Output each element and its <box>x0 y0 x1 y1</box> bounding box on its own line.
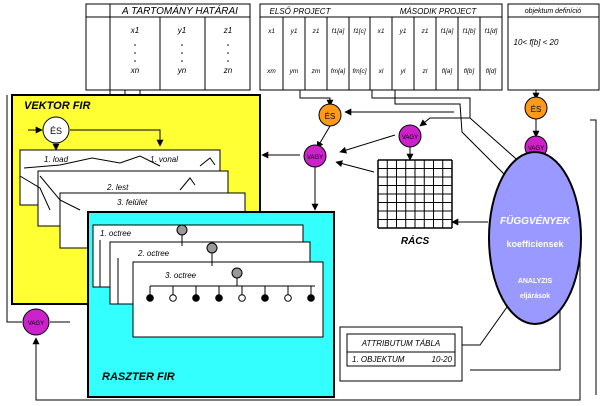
project2-cell: xl <box>378 68 384 75</box>
vektor-title: VEKTOR FIR <box>24 100 90 112</box>
fuggvenyek-ellipse: FÜGGVÉNYEK koefficiensek ANALYZIS eljárá… <box>488 151 582 325</box>
second-project-title: MÁSODIK PROJECT <box>400 7 478 16</box>
ellipsis-dot <box>134 52 136 54</box>
attributum-row-value: 10-20 <box>432 355 453 364</box>
raszter-title: RASZTER FIR <box>102 371 175 383</box>
octree-3-root <box>231 267 243 279</box>
ellipsis-dot <box>134 60 136 62</box>
octree-leaf <box>169 294 177 302</box>
attributum-table: ATTRIBUTUM TÁBLA 1. OBJEKTUM 10-20 <box>339 326 463 382</box>
project-grid: x1 y1 z1 f1[a] f1[c] xm ym zm fm[a] fm[c] x1 y1 z1 f1… <box>266 17 498 90</box>
fuggvenyek-line2: koefficiensek <box>506 239 564 249</box>
octree-leaf <box>238 294 246 302</box>
tartomany-title: A TARTOMÁNY HATÁRAI <box>121 4 238 17</box>
ellipsis-dot <box>181 60 183 62</box>
ellipsis-dot <box>181 44 183 46</box>
project2-cell: fl[d] <box>486 68 497 75</box>
project1-cell: f1[c] <box>353 28 365 35</box>
octree-2-root <box>206 242 218 254</box>
project2-cell: zl <box>422 68 428 75</box>
es-top-node: ÉS <box>318 103 342 127</box>
project1-cell: fm[a] <box>331 68 346 75</box>
octree-leaf <box>307 294 315 302</box>
project2-cell: z1 <box>421 28 429 35</box>
projects-table: ELSŐ PROJECT MÁSODIK PROJECT x1 y1 z1 f1[a]… <box>259 3 503 91</box>
tartomany-cell: yn <box>177 66 187 75</box>
vektor-es-label: ÉS <box>50 126 62 136</box>
tartomany-cell: xn <box>130 66 140 75</box>
tartomany-table: A TARTOMÁNY HATÁRAI x1 y1 z1 xn yn zn <box>85 3 251 91</box>
project2-cell: f1[a] <box>441 28 454 35</box>
project1-cell: xm <box>266 68 276 75</box>
ellipsis-dot <box>181 52 183 54</box>
racs-label: RÁCS <box>401 234 430 247</box>
octree-1-root <box>176 224 188 236</box>
vagy-mid-label: VAGY <box>307 155 323 161</box>
octree-leaf-row <box>146 286 315 302</box>
racs-grid: RÁCS <box>377 159 453 247</box>
octree-leaf <box>146 294 154 302</box>
es-top-label: ÉS <box>325 112 336 121</box>
vagy-left-node: VAGY <box>22 308 50 336</box>
project2-cell: y1 <box>399 28 407 35</box>
vagy-left-label: VAGY <box>28 321 44 327</box>
vagy-racs-label: VAGY <box>402 135 418 141</box>
project2-cell: fl[a] <box>442 68 453 75</box>
project1-cell: z1 <box>312 28 320 35</box>
raszter-layer-2: 2. octree <box>137 249 170 258</box>
ellipsis-dot <box>227 52 229 54</box>
vagy-racs-node: VAGY <box>398 124 422 148</box>
attributum-row-label: 1. OBJEKTUM <box>352 355 405 364</box>
fuggvenyek-title: FÜGGVÉNYEK <box>500 214 571 227</box>
first-project-title: ELSŐ PROJECT <box>270 7 332 16</box>
ellipsis-dot <box>227 60 229 62</box>
tartomany-cell: x1 <box>130 26 139 35</box>
project1-cell: fm[c] <box>352 68 366 75</box>
octree-leaf <box>192 294 200 302</box>
ellipsis-dot <box>134 44 136 46</box>
octree-leaf <box>284 294 292 302</box>
project1-cell: y1 <box>290 28 298 35</box>
tartomany-cell: zn <box>223 66 233 75</box>
project2-cell: x1 <box>377 28 385 35</box>
attributum-title: ATTRIBUTUM TÁBLA <box>361 339 441 348</box>
vektor-layer-3-felulet: 3. felület <box>117 198 148 207</box>
objektum-title: objektum definíció <box>525 8 582 15</box>
tartomany-cells: x1 y1 z1 xn yn zn <box>130 26 233 75</box>
raszter-fir-box: RASZTER FIR 1. octree 2. octree 3. octre… <box>87 211 335 398</box>
vektor-layer-1-vonal: 1. vonal <box>150 155 178 164</box>
vektor-es-node <box>42 116 70 144</box>
fuggvenyek-line3: ANALYZIS <box>518 278 553 285</box>
raszter-layer-1: 1. octree <box>100 229 132 238</box>
connectors <box>6 90 597 401</box>
project2-cell: fl[b] <box>464 68 475 75</box>
fuggvenyek-line4: eljárások <box>520 293 550 300</box>
project1-cell: x1 <box>267 28 275 35</box>
es-right-label: ÉS <box>531 105 542 114</box>
raszter-layer-3: 3. octree <box>165 271 197 280</box>
octree-leaf <box>215 294 223 302</box>
vektor-layer-1-load: 1. load <box>44 155 69 164</box>
objektum-table: objektum definíció 10< f[b] < 20 <box>507 3 600 91</box>
project2-cell: f1[b] <box>463 28 476 35</box>
vektor-layer-2-lest: 2. lest <box>106 183 129 192</box>
vagy-mid-node: VAGY <box>303 144 327 168</box>
octree-leaf <box>261 294 269 302</box>
ellipsis-dot <box>227 44 229 46</box>
project1-cell: ym <box>289 68 299 75</box>
objektum-formula: 10< f[b] < 20 <box>514 38 559 47</box>
tartomany-cell: y1 <box>177 26 186 35</box>
es-right-node: ÉS <box>524 96 548 120</box>
project1-cell: zm <box>311 68 321 75</box>
vagy-right-label: VAGY <box>528 146 544 152</box>
tartomany-cell: z1 <box>223 26 232 35</box>
project1-cell: f1[a] <box>332 28 345 35</box>
project2-cell: yl <box>400 68 406 75</box>
project2-cell: f1[d] <box>485 28 498 35</box>
